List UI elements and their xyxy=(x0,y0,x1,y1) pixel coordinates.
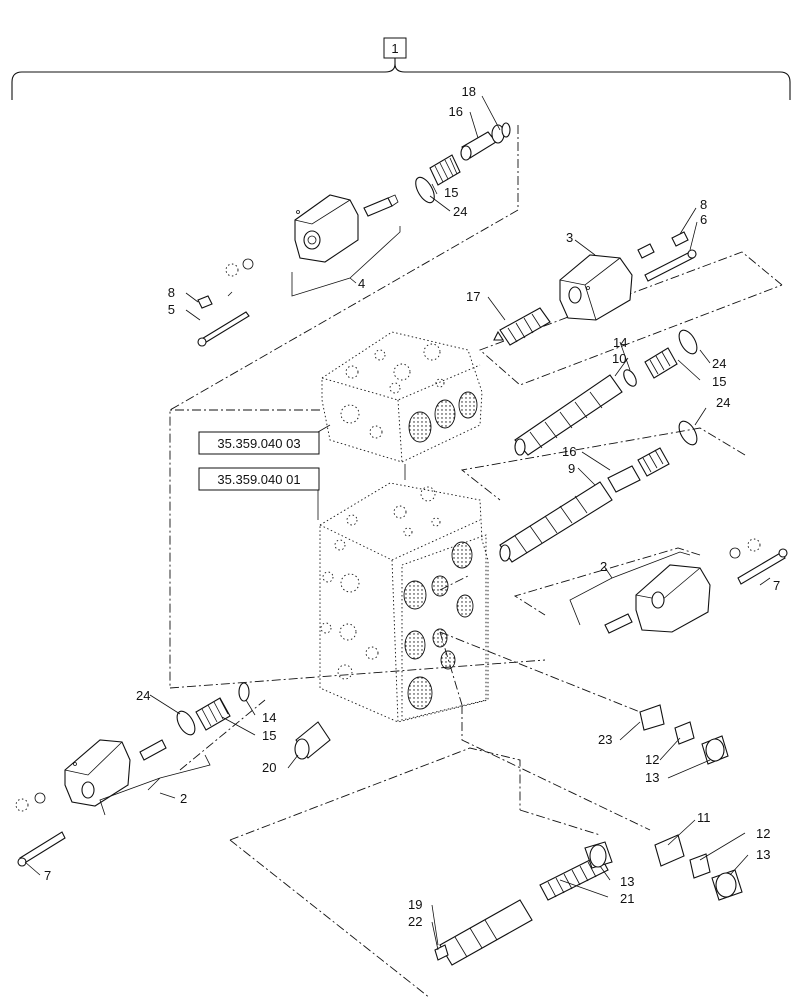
callout-8-right: 8 xyxy=(700,197,707,212)
callout-4: 4 xyxy=(358,276,365,291)
callout-6: 6 xyxy=(700,212,707,227)
right-end-cap xyxy=(604,538,788,634)
callout-8-left: 8 xyxy=(168,285,175,300)
leader-lines xyxy=(24,95,771,951)
callout-13-lower: 13 xyxy=(756,847,770,862)
callout-13-bottom: 13 xyxy=(620,874,634,889)
upper-valve-section xyxy=(321,331,483,463)
callout-16-mid: 16 xyxy=(562,444,576,459)
fitting-group-lower xyxy=(654,834,743,901)
top-end-cap xyxy=(197,194,399,347)
callout-24-mid: 24 xyxy=(712,356,726,371)
bottom-spool xyxy=(434,841,613,966)
callout-10: 10 xyxy=(612,351,626,366)
top-spring-group xyxy=(415,122,511,204)
callout-18: 18 xyxy=(462,84,476,99)
reference-lower-label: 35.359.040 01 xyxy=(217,472,300,487)
callout-22: 22 xyxy=(408,914,422,929)
callout-9: 9 xyxy=(568,461,575,476)
guide-lines xyxy=(169,125,783,999)
reference-upper-label: 35.359.040 03 xyxy=(217,436,300,451)
callout-15-left: 15 xyxy=(262,728,276,743)
spool-10 xyxy=(514,329,698,456)
left-end-cap xyxy=(15,739,167,867)
assembly-label: 1 xyxy=(391,41,398,56)
upper-right-end-cap xyxy=(559,231,697,321)
callout-11: 11 xyxy=(697,810,711,825)
reference-lower-section: 35.359.040 01 xyxy=(198,467,320,491)
callout-24-left: 24 xyxy=(136,688,150,703)
callout-2-right: 2 xyxy=(600,559,607,574)
callout-14-left: 14 xyxy=(262,710,276,725)
callout-24-top: 24 xyxy=(453,204,467,219)
callout-15-mid: 15 xyxy=(712,374,726,389)
reference-upper-section: 35.359.040 03 xyxy=(198,431,320,455)
callout-16-top: 16 xyxy=(449,104,463,119)
callout-12-lower: 12 xyxy=(756,826,770,841)
left-spring-group xyxy=(176,682,250,736)
callout-17: 17 xyxy=(466,289,480,304)
assembly-bracket: 1 xyxy=(11,37,791,100)
callout-7-right: 7 xyxy=(773,578,780,593)
plug-20 xyxy=(294,721,331,760)
callout-labels: 18 16 15 24 4 8 5 3 8 6 17 14 10 24 15 2… xyxy=(44,84,780,929)
spool-9 xyxy=(499,447,670,563)
callout-12-upper: 12 xyxy=(645,752,659,767)
callout-23: 23 xyxy=(598,732,612,747)
spring-17 xyxy=(493,307,551,346)
callout-13-upper: 13 xyxy=(645,770,659,785)
callout-7-left: 7 xyxy=(44,868,51,883)
callout-2-left: 2 xyxy=(180,791,187,806)
callout-5: 5 xyxy=(168,302,175,317)
callout-3: 3 xyxy=(566,230,573,245)
callout-19: 19 xyxy=(408,897,422,912)
callout-20: 20 xyxy=(262,760,276,775)
callout-14-right: 14 xyxy=(613,335,627,350)
callout-15-top: 15 xyxy=(444,185,458,200)
callout-24-lower: 24 xyxy=(716,395,730,410)
lower-valve-section xyxy=(319,482,489,723)
callout-21: 21 xyxy=(620,891,634,906)
